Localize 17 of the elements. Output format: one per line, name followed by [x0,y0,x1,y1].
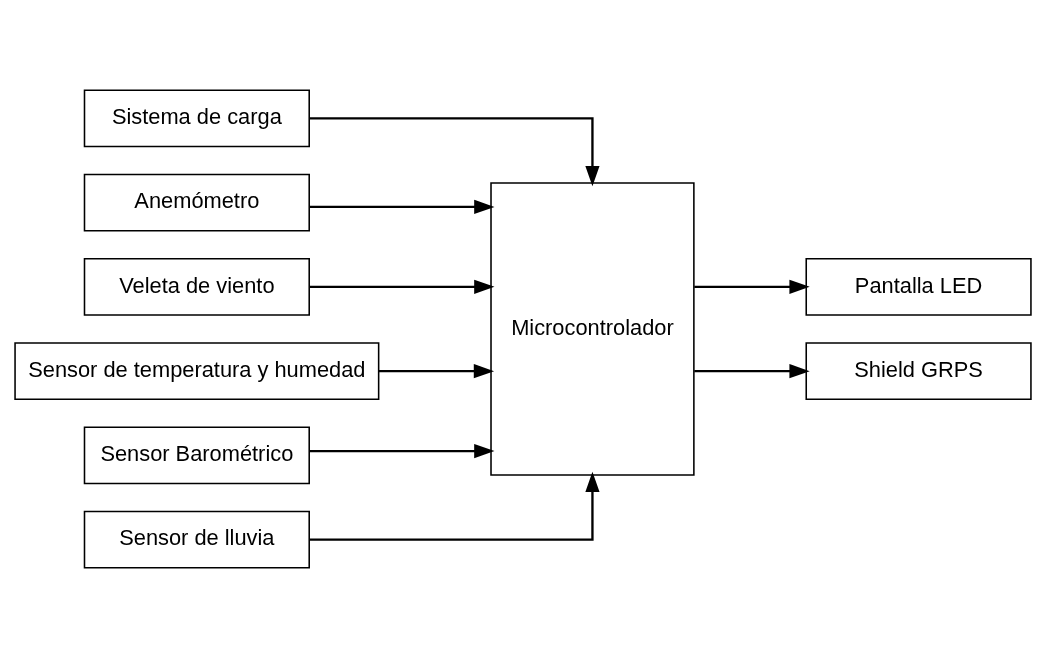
node-box: Sensor de lluvia [83,510,310,569]
arrow [694,279,810,294]
arrow [309,444,495,459]
node-box: Microcontrolador [490,182,695,476]
arrow [309,471,600,541]
node-box: Shield GRPS [805,342,1032,400]
arrow [379,364,495,379]
arrow [309,279,495,294]
arrow [309,117,600,187]
node-box: Veleta de viento [83,258,310,316]
arrow [694,364,810,379]
node-box: Anemómetro [83,173,310,232]
node-box: Sistema de carga [83,89,310,148]
arrow [309,199,495,214]
node-box: Sensor de temperatura y humedad [14,342,380,400]
node-box: Pantalla LED [805,258,1032,316]
node-box: Sensor Barométrico [83,426,310,485]
